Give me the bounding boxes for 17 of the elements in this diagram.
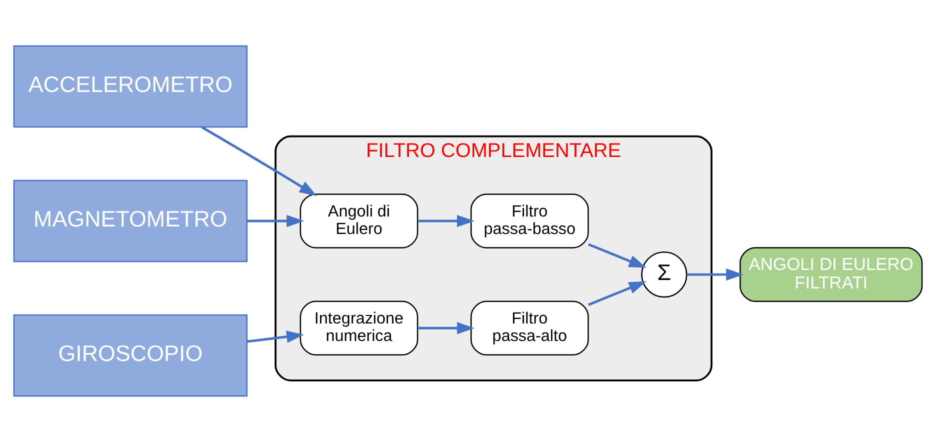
node-box: Filtro passa-alto [470, 300, 589, 356]
node-circle: Σ [641, 251, 688, 298]
arrow [686, 268, 744, 280]
node-box: Angoli di Eulero [300, 193, 418, 248]
arrow [246, 330, 304, 342]
arrow [588, 242, 646, 268]
arrow [418, 214, 474, 227]
node-box: Integrazione numerica [300, 300, 418, 356]
node-box: GIROSCOPIO [13, 314, 248, 396]
arrow [588, 280, 646, 306]
node-box: ACCELEROMETRO [13, 44, 248, 128]
arrow [418, 322, 474, 334]
node-box: MAGNETOMETRO [13, 179, 248, 262]
arrow [247, 214, 304, 227]
node-box: Filtro passa-basso [470, 193, 589, 248]
arrow [201, 126, 317, 196]
node-box: ANGOLI DI EULERO FILTRATI [740, 246, 923, 302]
